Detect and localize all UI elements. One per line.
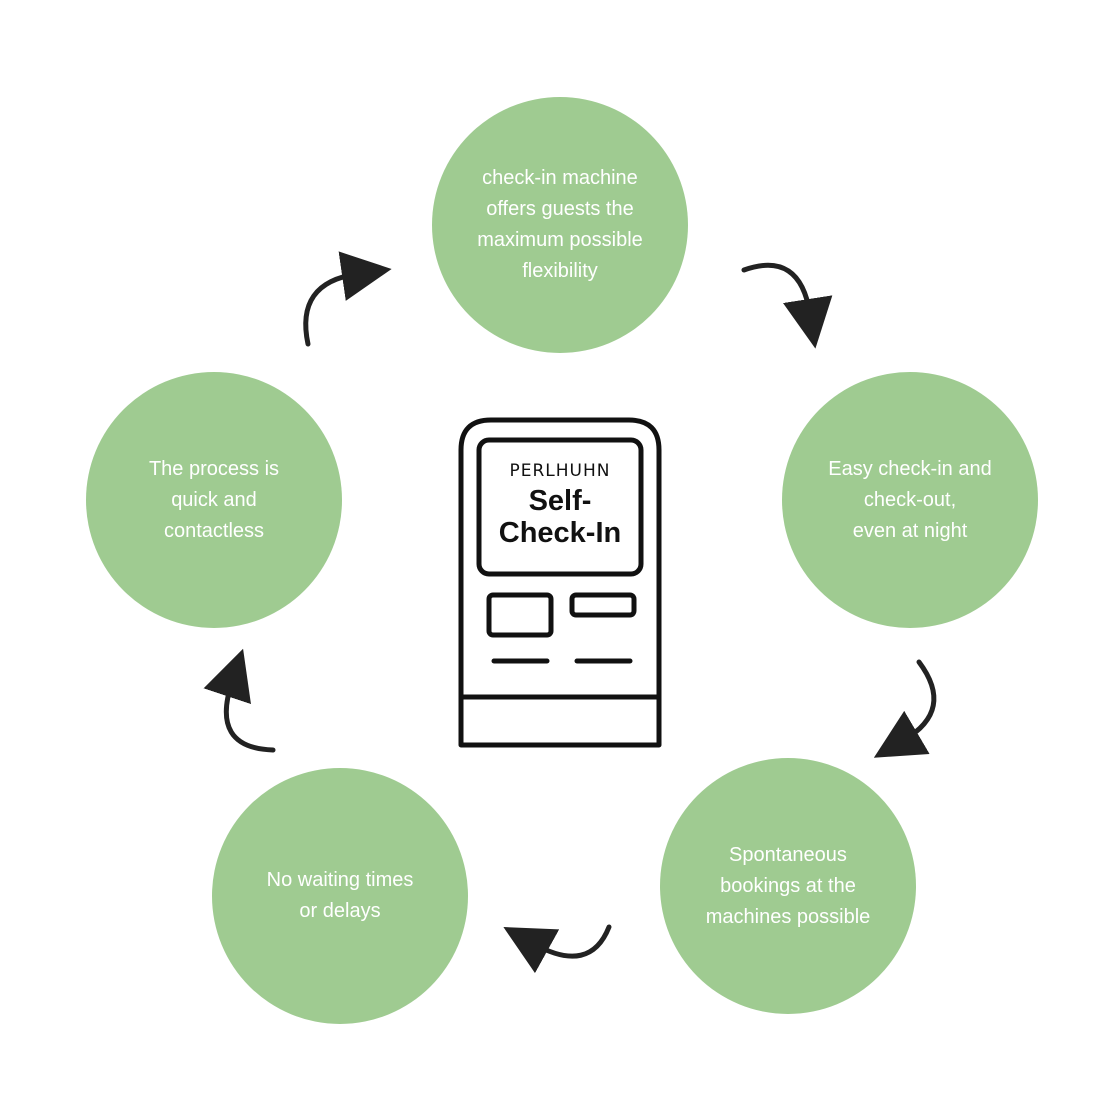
cycle-step-no-waiting: No waiting times or delays — [212, 768, 468, 1024]
cycle-step-easy-check-in: Easy check-in and check-out, even at nig… — [782, 372, 1038, 628]
cycle-step-flexibility: check-in machine offers guests the maxim… — [432, 97, 688, 353]
arrow-bottom-right-to-bottom-left-icon — [503, 924, 612, 974]
cycle-step-text: check-in machine offers guests the maxim… — [477, 167, 643, 282]
arrow-top-to-right-icon — [741, 262, 833, 349]
cycle-step-text: Easy check-in and check-out, even at nig… — [828, 457, 992, 542]
cycle-step-spontaneous-bookings: Spontaneous bookings at the machines pos… — [660, 758, 916, 1014]
arrow-right-to-bottom-right-icon — [873, 659, 937, 758]
kiosk-screen-title: Self- Check-In — [498, 485, 622, 549]
cycle-step-text: The process is quick and contactless — [148, 457, 280, 542]
cycle-step-text: No waiting times or delays — [266, 869, 414, 922]
kiosk-brand-logo: PERLHUHN — [509, 461, 611, 481]
arrow-left-to-top-icon — [303, 251, 392, 347]
arrow-bottom-left-to-left-icon — [203, 648, 276, 753]
cycle-step-text: Spontaneous bookings at the machines pos… — [705, 843, 871, 928]
cycle-step-quick-contactless: The process is quick and contactless — [86, 372, 342, 628]
